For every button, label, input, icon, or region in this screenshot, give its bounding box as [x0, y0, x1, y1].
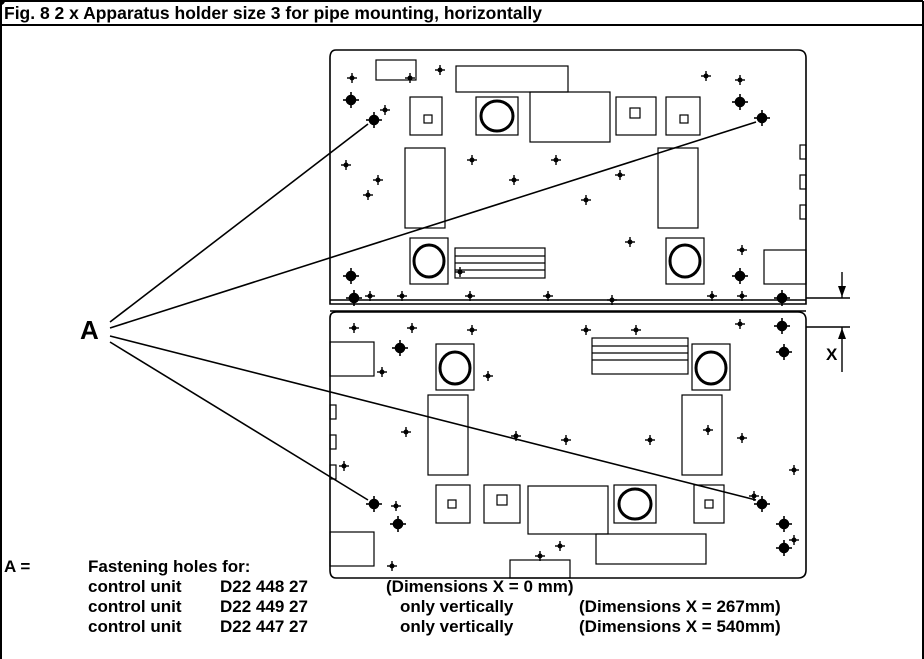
- legend-unit: control unit: [88, 577, 182, 596]
- bottom-plate-coils: [438, 350, 728, 521]
- dimension-x-marker: [806, 272, 850, 372]
- holder-plate-bottom: [329, 311, 807, 579]
- legend-code: D22 448 27: [220, 577, 308, 596]
- top-plate-coils: [412, 99, 702, 279]
- callout-leaders: [109, 121, 757, 501]
- legend-code: D22 447 27: [220, 617, 308, 636]
- legend-key: A =: [4, 557, 31, 576]
- figure-title: Fig. 8 2 x Apparatus holder size 3 for p…: [4, 3, 543, 23]
- side-notches: [329, 144, 807, 480]
- bottom-plate-components: [329, 337, 731, 579]
- legend-code: D22 449 27: [220, 597, 308, 616]
- mounting-marks: [0, 0, 800, 572]
- legend-note: only vertically: [400, 597, 514, 616]
- dimension-label-x: X: [826, 345, 838, 364]
- callout-label-a: A: [80, 315, 99, 345]
- legend-heading: Fastening holes for:: [88, 557, 251, 576]
- legend-unit: control unit: [88, 597, 182, 616]
- legend-dimensions: (Dimensions X = 0 mm): [386, 577, 574, 596]
- legend-note: only vertically: [400, 617, 514, 636]
- holder-plate-top: [329, 49, 807, 312]
- legend-dimensions: (Dimensions X = 267mm): [579, 597, 781, 616]
- legend-unit: control unit: [88, 617, 182, 636]
- legend-dimensions: (Dimensions X = 540mm): [579, 617, 781, 636]
- fastening-holes: [0, 0, 793, 557]
- top-plate-components: [375, 59, 807, 285]
